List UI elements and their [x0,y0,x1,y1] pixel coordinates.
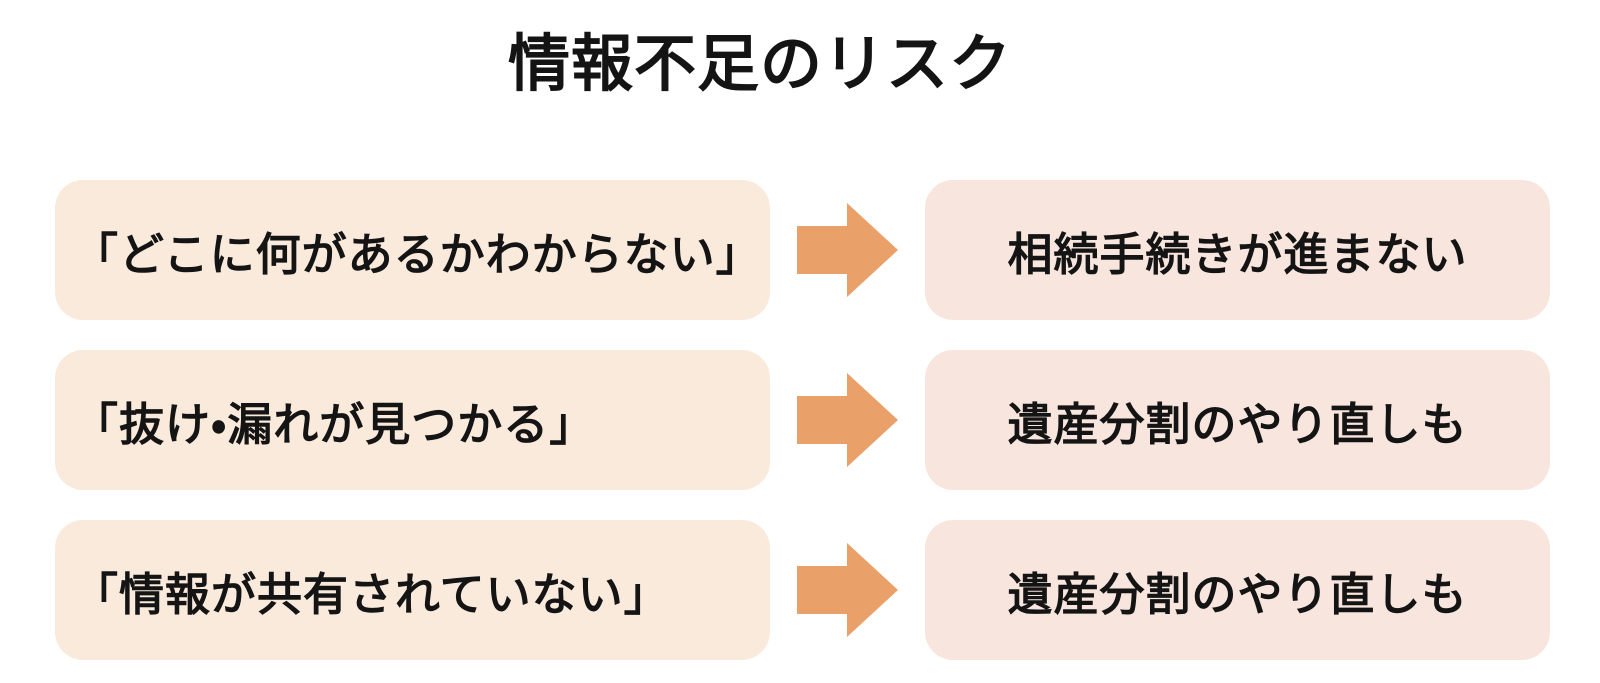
right-arrow-icon [797,373,898,467]
effect-box: 相続手続きが進まない [925,180,1550,320]
risk-rows: 「どこに何があるかわからない」 相続手続きが進まない 「抜け・漏れが見つかる」 [0,180,1600,660]
risk-row: 「どこに何があるかわからない」 相続手続きが進まない [0,180,1600,320]
effect-box: 遺産分割のやり直しも [925,520,1550,660]
arrow-slot [770,543,925,637]
cause-box: 「抜け・漏れが見つかる」 [55,350,770,490]
effect-label: 遺産分割のやり直しも [1007,568,1468,620]
cause-box: 「情報が共有されていない」 [55,520,770,660]
slide: 情報不足のリスク 「どこに何があるかわからない」 相続手続きが進まない 「抜け・… [0,30,1600,683]
cause-label: 「情報が共有されていない」 [73,568,670,620]
cause-label: 「抜け・漏れが見つかる」 [73,398,596,450]
effect-label: 遺産分割のやり直しも [1007,398,1468,450]
risk-row: 「抜け・漏れが見つかる」 遺産分割のやり直しも [0,350,1600,490]
cause-label: 「どこに何があるかわからない」 [73,228,762,280]
arrow-slot [770,203,925,297]
right-arrow-icon [797,543,898,637]
risk-row: 「情報が共有されていない」 遺産分割のやり直しも [0,520,1600,660]
arrow-slot [770,373,925,467]
right-arrow-icon [797,203,898,297]
effect-box: 遺産分割のやり直しも [925,350,1550,490]
cause-box: 「どこに何があるかわからない」 [55,180,770,320]
effect-label: 相続手続きが進まない [1007,228,1468,280]
page-title: 情報不足のリスク [507,30,1012,99]
